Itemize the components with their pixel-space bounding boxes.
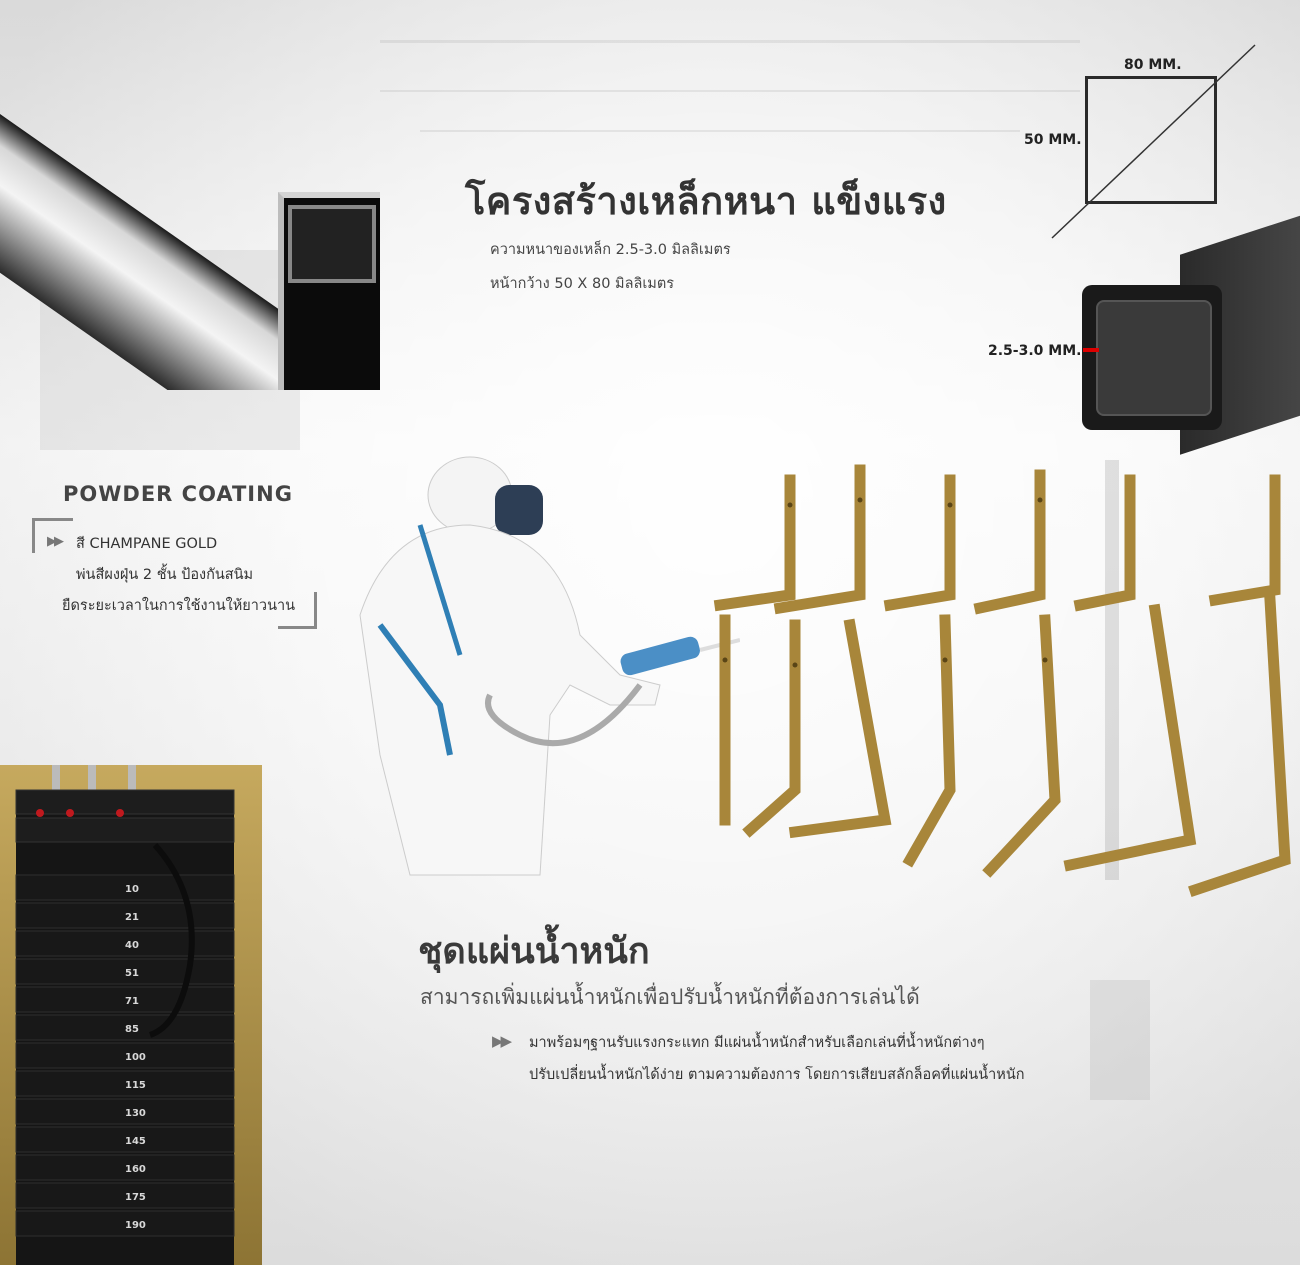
powder-line-1: สี CHAMPANE GOLD <box>76 536 218 552</box>
powder-line-2: พ่นสีผงฝุ่น 2 ชั้น ป้องกันสนิม <box>76 567 254 583</box>
plate-number: 190 <box>125 1220 146 1231</box>
weight-plate <box>15 1042 235 1069</box>
plate-number: 115 <box>125 1080 146 1091</box>
bullet-arrow-icon: ▶▶ <box>492 1032 512 1050</box>
weight-plate <box>15 1182 235 1209</box>
top-plate <box>15 817 235 843</box>
dimension-diagonal <box>1051 44 1256 239</box>
weights-line-2: ปรับเปลี่ยนน้ำหนักได้ง่าย ตามความต้องการ… <box>529 1067 1025 1083</box>
spec-width: หน้ากว้าง 50 X 80 มิลลิเมตร <box>490 276 675 292</box>
red-cap <box>116 809 124 817</box>
factory-column <box>1105 460 1119 880</box>
powder-coating-title: POWDER COATING <box>63 482 293 506</box>
weight-plate <box>15 1070 235 1097</box>
weight-plate <box>15 1098 235 1125</box>
weight-plate <box>15 1154 235 1181</box>
frame-title: โครงสร้างเหล็กหนา แข็งแรง <box>465 179 947 223</box>
plate-number: 51 <box>125 968 139 979</box>
weight-plate <box>15 1126 235 1153</box>
weight-stack-image: 10 21 40 51 71 85 100 115 130 145 160 175 190 <box>0 765 262 1265</box>
red-cap <box>36 809 44 817</box>
ceiling-truss <box>380 90 1080 92</box>
weight-plate-labels: 10 21 40 51 71 85 100 115 130 145 160 175 190 <box>15 765 235 1237</box>
weight-plate <box>15 1210 235 1237</box>
selector-cable <box>148 842 195 1038</box>
weights-title: ชุดแผ่นน้ำหนัก <box>418 931 650 972</box>
bracket-bottom-right <box>278 592 317 629</box>
plate-number: 175 <box>125 1192 146 1203</box>
bullet-arrow-icon: ▶▶ <box>47 534 64 549</box>
weight-plate <box>15 902 235 929</box>
ceiling-truss <box>380 40 1080 43</box>
red-cap <box>66 809 74 817</box>
spec-thickness: ความหนาของเหล็ก 2.5-3.0 มิลลิเมตร <box>490 242 731 258</box>
painter-image <box>359 456 740 876</box>
plate-number: 160 <box>125 1164 146 1175</box>
plate-number: 40 <box>125 940 139 951</box>
ceiling-truss <box>420 130 1020 132</box>
guide-rod <box>52 765 60 795</box>
plate-number: 71 <box>125 996 139 1007</box>
guide-rod <box>128 765 136 795</box>
bracket-top-left <box>32 518 73 553</box>
factory-column <box>1090 980 1150 1100</box>
powder-line-3: ยืดระยะเวลาในการใช้งานให้ยาวนาน <box>62 598 296 614</box>
weights-line-1: มาพร้อมๆฐานรับแรงกระแทก มีแผ่นน้ำหนักสำห… <box>529 1035 985 1051</box>
thickness-marker <box>1083 348 1099 352</box>
guide-rod <box>88 765 96 795</box>
plate-number: 100 <box>125 1052 146 1063</box>
weight-plate <box>15 1014 235 1041</box>
weights-subtitle: สามารถเพิ่มแผ่นน้ำหนักเพื่อปรับน้ำหนักที… <box>420 985 920 1009</box>
dim-width-label: 80 MM. <box>1124 57 1182 73</box>
plate-number: 85 <box>125 1024 139 1035</box>
dim-thickness-label: 2.5-3.0 MM. <box>988 343 1082 359</box>
weight-plate <box>15 874 235 901</box>
plate-number: 21 <box>125 912 139 923</box>
top-plate <box>15 789 235 815</box>
plate-number: 145 <box>125 1136 146 1147</box>
plate-number: 130 <box>125 1108 146 1119</box>
dim-height-label: 50 MM. <box>1024 132 1082 148</box>
plate-number: 10 <box>125 884 139 895</box>
gold-frame-parts-image <box>713 464 1291 897</box>
steel-tube-image <box>0 0 380 390</box>
dimension-square <box>1085 76 1217 204</box>
weight-plate <box>15 958 235 985</box>
weight-plate <box>15 986 235 1013</box>
rect-tube-opening <box>1096 300 1212 416</box>
weight-plate <box>15 930 235 957</box>
